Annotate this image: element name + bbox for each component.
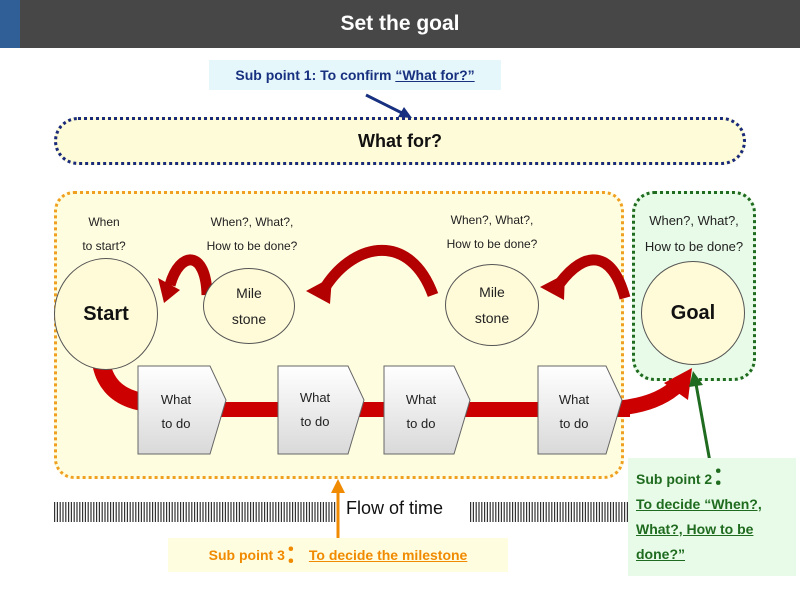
milestone-2-line1: Mile	[479, 284, 505, 300]
milestone-1-caption: When?, What?, How to be done?	[196, 210, 308, 258]
sub-point-1: Sub point 1: To confirm “What for?”	[209, 60, 501, 90]
sub-point-2-prefix: Sub point 2	[636, 471, 713, 487]
milestone-1-caption-line1: When?, What?,	[210, 215, 294, 229]
task-1-line2: to do	[161, 416, 191, 431]
sub-point-2-link-line2: What?, How to be	[636, 521, 754, 537]
title-bar	[0, 0, 800, 48]
start-caption: When to start?	[74, 210, 134, 258]
task-4-line2: to do	[559, 416, 589, 431]
task-box-3	[383, 365, 471, 455]
milestone-2-caption-line1: When?, What?,	[450, 213, 534, 227]
start-caption-line1: When	[88, 215, 120, 229]
sub-point-2-link-line1: To decide “When?,	[636, 496, 762, 512]
goal-rise-arrow-head	[664, 368, 692, 400]
start-circle: Start	[54, 258, 158, 370]
goal-caption-line2: How to be done?	[644, 239, 744, 254]
goal-caption: When?, What?, How to be done?	[634, 208, 754, 260]
task-3-label: What to do	[384, 388, 458, 436]
milestone-2-line2: stone	[474, 310, 510, 326]
milestone1-return-arrow-shaft	[164, 254, 213, 296]
title-accent	[0, 0, 20, 48]
milestone-2-caption: When?, What?, How to be done?	[436, 208, 548, 256]
goal-circle: Goal	[641, 261, 745, 365]
sub-point-3-colon: ：	[284, 541, 309, 568]
task-2-line1: What	[299, 390, 331, 405]
milestone-2-caption-line2: How to be done?	[446, 237, 538, 251]
task-box-4	[537, 365, 623, 455]
sub-point-1-link: “What for?”	[395, 67, 475, 83]
sub-point-1-prefix: Sub point 1: To confirm	[235, 67, 396, 83]
task-box-1	[137, 365, 227, 455]
start-caption-line2: to start?	[82, 239, 126, 253]
goal-label: Goal	[670, 301, 716, 324]
milestone-2-circle: Mile stone	[445, 264, 539, 346]
page-title: Set the goal	[340, 12, 460, 35]
task-3-line2: to do	[406, 416, 436, 431]
task-3-line1: What	[405, 392, 437, 407]
sub-point-2-colon: ：	[712, 463, 737, 490]
task-4-label: What to do	[538, 388, 610, 436]
sub-point-2-arrow-shaft	[694, 383, 712, 463]
sub-point-1-arrow-head	[398, 107, 412, 118]
milestone-1-caption-line2: How to be done?	[206, 239, 298, 253]
milestone2-return-arrow-shaft	[321, 244, 439, 298]
sub-point-3-arrow-head	[331, 479, 345, 493]
task-1-label: What to do	[138, 388, 214, 436]
sub-point-1-arrow-shaft	[365, 93, 405, 116]
task-box-2	[277, 365, 365, 455]
sub-point-3-prefix: Sub point 3	[208, 547, 285, 563]
task-1-line1: What	[160, 392, 192, 407]
milestone1-return-arrow-head	[158, 278, 180, 303]
flow-of-time-label: Flow of time	[340, 498, 450, 519]
task-2-label: What to do	[278, 386, 352, 434]
milestone2-return-arrow-head	[306, 277, 332, 304]
task-4-line1: What	[558, 392, 590, 407]
task-2-line2: to do	[300, 414, 330, 429]
milestone-1-line2: stone	[231, 311, 267, 327]
sub-point-2-arrow-head	[689, 371, 703, 387]
goal-rise-arrow-shaft	[619, 379, 684, 416]
goal-return-arrow-shaft	[555, 254, 631, 300]
goal-return-arrow-head	[540, 274, 565, 300]
milestone-1-line1: Mile	[236, 285, 262, 301]
sub-point-2-link-line3: done?”	[636, 546, 685, 562]
sub-point-3-link: To decide the milestone	[308, 547, 468, 563]
sub-point-3: Sub point 3：To decide the milestone	[168, 538, 508, 572]
sub-point-2: Sub point 2： To decide “When?, What?, Ho…	[628, 458, 796, 576]
goal-caption-line1: When?, What?,	[649, 213, 739, 228]
what-for-banner: What for?	[54, 117, 746, 165]
start-label: Start	[83, 302, 129, 325]
milestone-1-circle: Mile stone	[203, 268, 295, 344]
